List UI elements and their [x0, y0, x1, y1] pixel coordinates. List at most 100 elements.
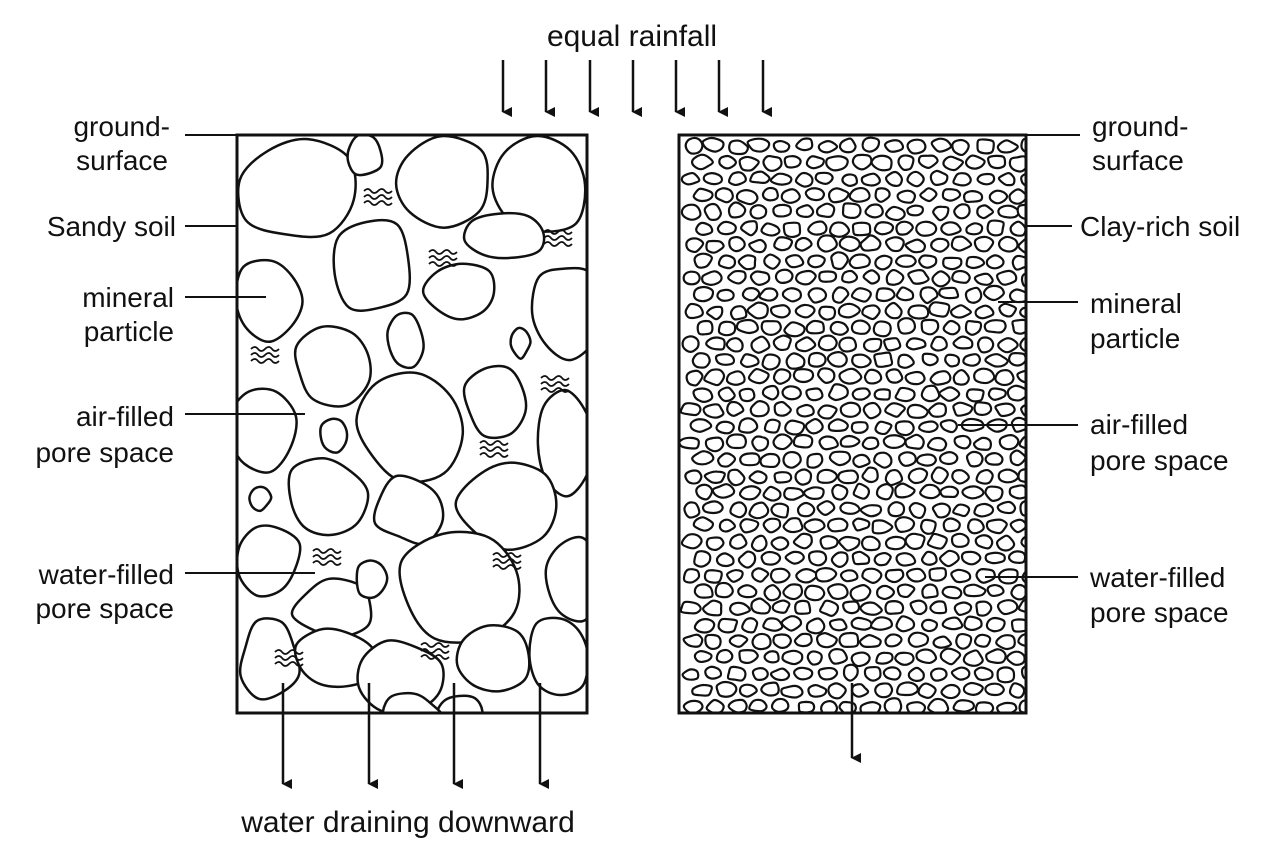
leader-lines	[185, 134, 1080, 578]
clay-particle	[984, 353, 1009, 368]
clay-particle	[928, 301, 951, 318]
sand-particle	[436, 694, 484, 713]
clay-particle	[1020, 137, 1026, 154]
clay-particle	[794, 599, 812, 615]
clay-particle	[1008, 155, 1026, 173]
clay-particle	[717, 452, 737, 468]
clay-particle	[718, 154, 738, 170]
clay-particle	[715, 552, 735, 568]
left-labels: ground- surface Sandy soil mineral parti…	[35, 111, 176, 624]
clay-particle	[848, 253, 871, 270]
clay-particle	[826, 517, 849, 533]
clay-particle	[963, 583, 987, 598]
clay-particle	[748, 501, 770, 520]
sandy-soil-box	[235, 133, 589, 715]
clay-particle	[986, 584, 1005, 597]
clay-particle	[738, 155, 760, 172]
clay-particle	[782, 221, 802, 239]
clay-particle	[929, 169, 949, 186]
clay-particle	[828, 450, 852, 467]
clay-particle	[727, 171, 747, 187]
rainfall-title: equal rainfall	[547, 20, 717, 53]
clay-particle	[1017, 633, 1026, 648]
clay-particle	[976, 172, 996, 186]
clay-particle	[973, 235, 995, 253]
clay-particle	[804, 584, 826, 602]
clay-particle	[906, 403, 929, 419]
clay-particle	[906, 138, 927, 155]
clay-particle	[930, 137, 953, 153]
clay-particle	[783, 321, 806, 338]
clay-particle	[883, 139, 905, 153]
clay-particle	[703, 203, 722, 222]
sand-particle	[237, 524, 302, 598]
clay-particle	[762, 517, 782, 534]
clay-particle	[915, 220, 938, 237]
clay-particle	[984, 452, 1004, 466]
clay-particle	[863, 368, 883, 385]
clay-particle	[830, 551, 849, 568]
clay-particle	[703, 368, 726, 387]
clay-particle	[953, 203, 971, 220]
clay-particle	[816, 632, 838, 649]
clay-particle	[905, 337, 927, 351]
clay-particle	[759, 452, 781, 469]
clay-particle	[793, 666, 814, 681]
clay-particle	[717, 617, 739, 634]
sand-particle	[372, 474, 445, 546]
clay-particle	[726, 665, 747, 682]
sand-particle	[509, 326, 532, 360]
clay-particle	[904, 371, 926, 386]
clay-particle	[693, 550, 712, 568]
sand-particle	[237, 137, 357, 239]
clay-particle	[1009, 518, 1026, 534]
sand-particle	[293, 325, 372, 408]
clay-particle	[930, 335, 948, 352]
clay-particle	[695, 483, 714, 501]
clay-particle	[894, 516, 916, 533]
clay-particle	[763, 650, 780, 664]
clay-particle	[701, 136, 725, 153]
clay-particle	[859, 234, 882, 252]
clay-particle	[1019, 306, 1026, 319]
clay-particle	[1009, 449, 1026, 467]
clay-particle	[998, 302, 1018, 318]
clay-particle	[814, 567, 838, 583]
clay-particle	[894, 254, 917, 268]
clay-particle	[794, 303, 816, 319]
clay-particle	[728, 139, 749, 156]
clay-particle	[862, 401, 882, 420]
clay-particle	[816, 468, 838, 484]
clay-particle	[838, 367, 863, 385]
clay-particle	[815, 202, 836, 218]
clay-particle	[807, 550, 828, 567]
clay-particle	[938, 386, 961, 402]
clay-particle	[681, 335, 700, 354]
clay-particle	[897, 317, 916, 335]
clay-particle	[894, 651, 915, 666]
label-right-ground-line1: ground-	[1092, 111, 1189, 142]
clay-particle	[728, 235, 746, 253]
clay-particle	[965, 388, 985, 403]
clay-particle	[1020, 172, 1026, 187]
clay-particle	[796, 501, 816, 518]
clay-particle	[785, 254, 805, 269]
clay-particle	[874, 254, 893, 271]
water-wave-icon	[479, 440, 509, 458]
label-left-water-line1: water-filled	[38, 559, 174, 590]
clay-particle	[976, 336, 995, 354]
clay-particle	[807, 254, 826, 269]
clay-particle	[751, 435, 770, 452]
clay-particle	[973, 633, 992, 648]
clay-particle	[831, 483, 849, 501]
clay-particle	[690, 153, 714, 171]
clay-particle	[882, 666, 902, 681]
clay-particle	[682, 568, 701, 584]
clay-particle	[702, 171, 724, 186]
clay-particle	[930, 237, 950, 253]
clay-particle	[951, 469, 970, 485]
clay-particle	[928, 567, 948, 582]
clay-particle	[794, 336, 817, 353]
clay-particle	[965, 450, 984, 468]
label-left-particle-line1: mineral	[82, 282, 174, 313]
